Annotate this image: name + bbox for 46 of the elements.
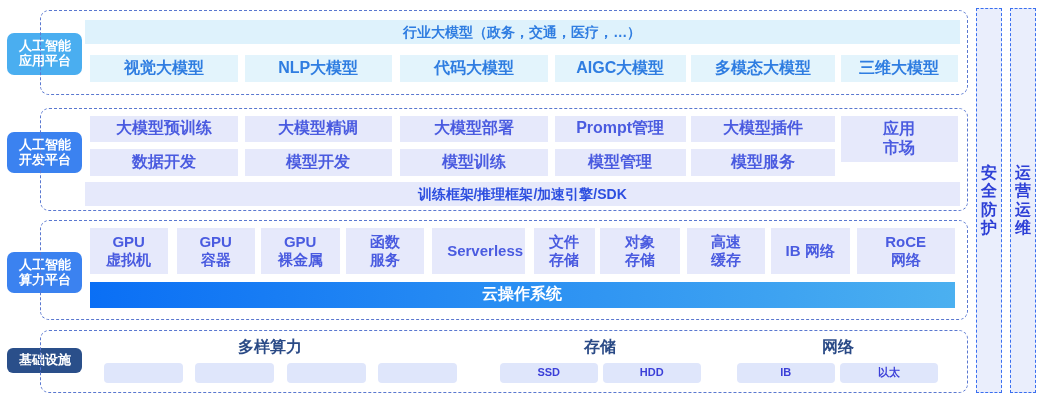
side-column: 安全防护 (976, 8, 1002, 393)
group-heading: 存储 (584, 337, 616, 357)
service-box: GPU 裸金属 (260, 227, 340, 274)
layer-label: 人工智能开发平台 (7, 132, 82, 173)
service-box: 函数服务 (345, 227, 424, 274)
service-box: 对象存储 (599, 227, 680, 274)
module-box: 大模型插件 (690, 115, 835, 142)
model-bar: 行业大模型（政务，交通，医疗，…） (84, 19, 960, 44)
module-box: 大模型精调 (244, 115, 392, 142)
module-box: 大模型部署 (399, 115, 548, 142)
module-box: Prompt管理 (554, 115, 686, 142)
service-box: GPU 容器 (176, 227, 255, 274)
model-box: 多模态大模型 (690, 54, 835, 82)
group-heading: 多样算力 (238, 337, 302, 357)
service-box: 高速缓存 (686, 227, 765, 274)
service-box: RoCE 网络 (856, 227, 955, 274)
group-heading: 网络 (822, 337, 854, 357)
service-box: 文件存储 (533, 227, 595, 274)
layer-label: 人工智能算力平台 (7, 252, 82, 293)
module-box: 模型管理 (554, 148, 686, 176)
module-box: 模型开发 (244, 148, 392, 176)
module-box: 大模型预训练 (89, 115, 238, 142)
service-box: GPU 虚拟机 (89, 227, 168, 274)
module-box: 模型服务 (690, 148, 835, 176)
layer-label: 人工智能应用平台 (7, 33, 82, 75)
os-bar: 云操作系统 (89, 281, 955, 308)
resource-box: SSD (499, 362, 598, 383)
service-box: IB 网络 (770, 227, 850, 274)
framework-bar: 训练框架/推理框架/加速引擎/SDK (84, 181, 960, 206)
model-box: 视觉大模型 (89, 54, 238, 82)
chip-box (377, 362, 457, 383)
resource-box: HDD (602, 362, 701, 383)
module-box: 数据开发 (89, 148, 238, 176)
chip-box (194, 362, 274, 383)
chip-box (286, 362, 366, 383)
resource-box: IB (736, 362, 835, 383)
service-box: Serverless (431, 227, 525, 274)
side-column: 运营运维 (1010, 8, 1036, 393)
model-box: 代码大模型 (399, 54, 548, 82)
module-box: 模型训练 (399, 148, 548, 176)
resource-box: 以太 (839, 362, 938, 383)
model-box: 三维大模型 (840, 54, 958, 82)
module-box: 应用市场 (840, 115, 958, 162)
chip-box (103, 362, 183, 383)
model-box: NLP大模型 (244, 54, 392, 82)
model-box: AIGC大模型 (554, 54, 686, 82)
